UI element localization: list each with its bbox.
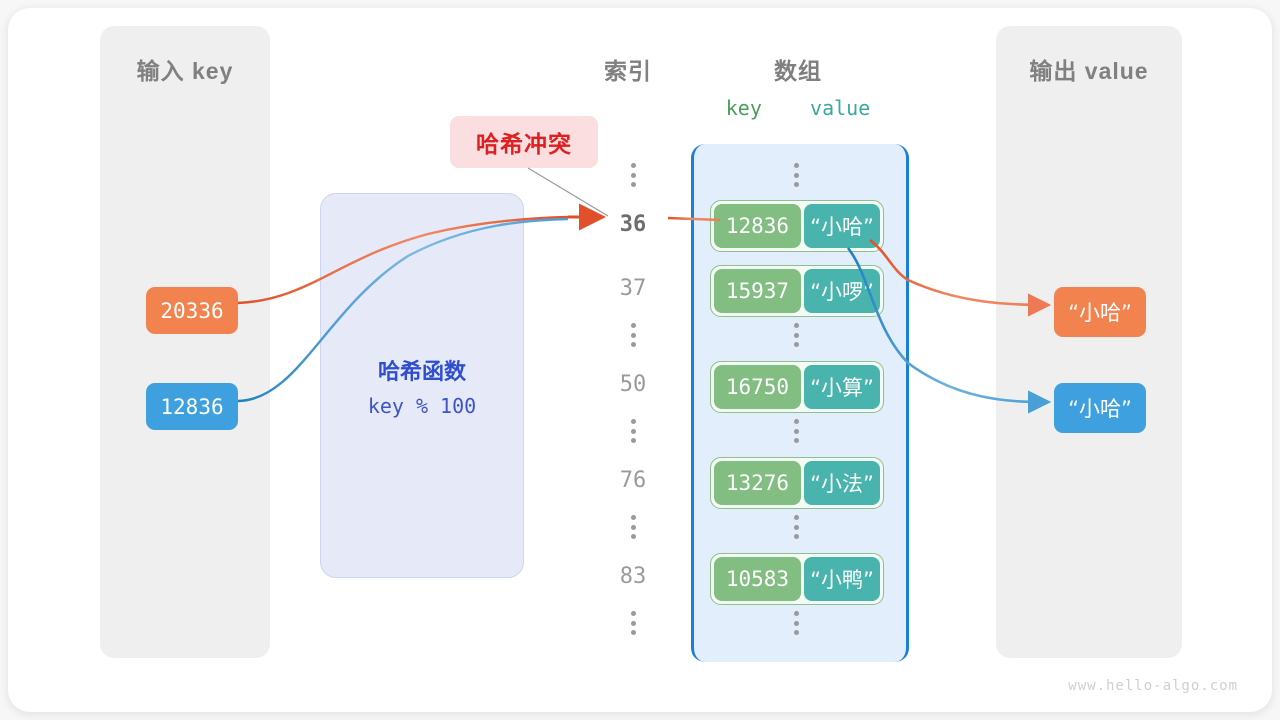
value-header-label: value [810, 96, 871, 120]
input-panel-title: 输入 key [136, 58, 234, 84]
key-header-label: key [725, 96, 762, 120]
array-ellipsis-2 [793, 419, 799, 443]
index-ellipsis-3 [630, 515, 636, 539]
collision-leader-line [527, 167, 609, 217]
row-key-cell: 16750 [714, 365, 801, 409]
index-column-header: 索引 [604, 58, 652, 84]
array-ellipsis-3 [793, 515, 799, 539]
collision-badge: 哈希冲突 [450, 116, 598, 168]
input-panel [100, 26, 270, 658]
row-value-cell: “小算” [803, 365, 880, 409]
row-value-cell: “小哈” [803, 204, 880, 248]
index-label-50: 50 [619, 372, 647, 397]
index-label-76: 76 [619, 468, 647, 493]
hash-function-box: 哈希函数 key % 100 [320, 193, 524, 578]
output-panel-title: 输出 value [1029, 58, 1149, 84]
row-key-cell: 15937 [714, 269, 801, 313]
watermark: www.hello-algo.com [1068, 678, 1238, 694]
diagram-stage: 输入 key 输出 value 索引 数组 key value 哈希函数 key… [8, 8, 1272, 712]
input-key-0: 20336 [146, 287, 238, 334]
table-row: 13276 “小法” [710, 457, 884, 509]
output-value-0: “小哈” [1054, 287, 1146, 337]
diagram-card: 输入 key 输出 value 索引 数组 key value 哈希函数 key… [8, 8, 1272, 712]
output-value-1: “小哈” [1054, 383, 1146, 433]
array-kv-header: key value [708, 96, 888, 120]
hash-function-expression: key % 100 [367, 394, 477, 418]
row-key-cell: 13276 [714, 461, 801, 505]
index-ellipsis-2 [630, 419, 636, 443]
index-label-37: 37 [619, 276, 647, 301]
array-column-header: 数组 [774, 58, 822, 84]
index-label-83: 83 [619, 564, 647, 589]
index-ellipsis-1 [630, 323, 636, 347]
array-ellipsis-1 [793, 323, 799, 347]
table-row: 12836 “小哈” [710, 200, 884, 252]
table-row: 15937 “小啰” [710, 265, 884, 317]
array-ellipsis-top [793, 163, 799, 187]
table-row: 10583 “小鸭” [710, 553, 884, 605]
index-ellipsis-top [630, 163, 636, 187]
row-key-cell: 12836 [714, 204, 801, 248]
hash-function-title: 哈希函数 [377, 359, 466, 384]
output-panel [996, 26, 1182, 658]
row-key-cell: 10583 [714, 557, 801, 601]
row-value-cell: “小啰” [803, 269, 880, 313]
index-ellipsis-bottom [630, 611, 636, 635]
row-value-cell: “小鸭” [803, 557, 880, 601]
index-label-36: 36 [619, 212, 647, 237]
array-ellipsis-bottom [793, 611, 799, 635]
input-key-1: 12836 [146, 383, 238, 430]
table-row: 16750 “小算” [710, 361, 884, 413]
row-value-cell: “小法” [803, 461, 880, 505]
